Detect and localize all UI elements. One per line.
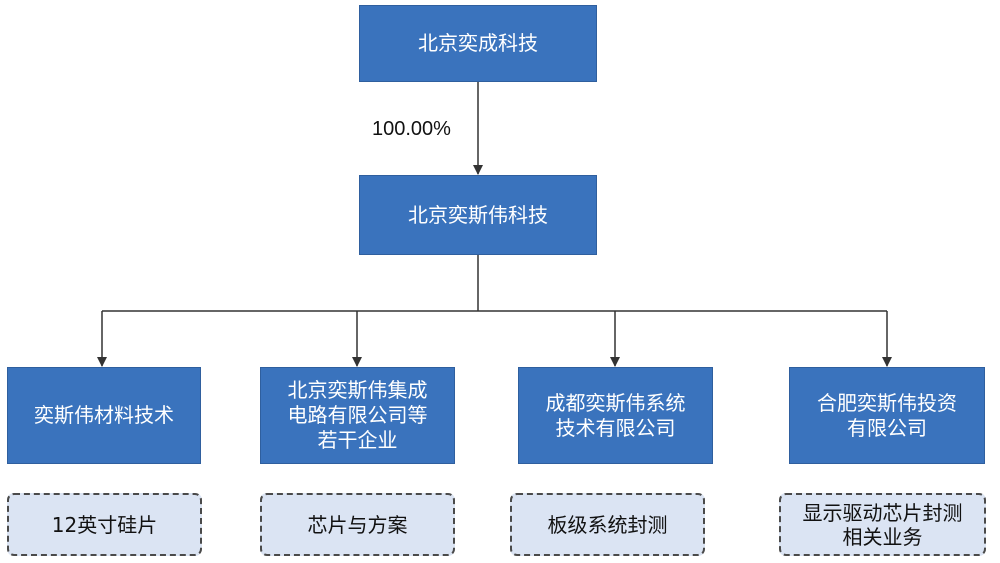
business-box-1: 12英寸硅片	[7, 493, 202, 556]
node-subsidiary-1-line: 奕斯伟材料技术	[34, 403, 174, 427]
business-box-4: 显示驱动芯片封测 相关业务	[779, 493, 986, 556]
business-box-3-label: 板级系统封测	[547, 512, 668, 537]
node-parent-label: 北京奕成科技	[418, 31, 538, 55]
node-subsidiary-4-line: 有限公司	[847, 415, 927, 440]
business-box-2: 芯片与方案	[260, 493, 455, 556]
business-box-1-label: 12英寸硅片	[51, 512, 158, 537]
node-subsidiary-2-line: 北京奕斯伟集成	[287, 378, 428, 402]
business-box-4-line: 相关业务	[842, 524, 923, 549]
node-subsidiary-2-line: 若干企业	[317, 428, 398, 452]
node-parent: 北京奕成科技	[359, 5, 597, 82]
node-subsidiary-3-line: 成都奕斯伟系统	[545, 390, 686, 415]
business-box-3: 板级系统封测	[510, 493, 705, 556]
node-holding-label: 北京奕斯伟科技	[408, 202, 548, 227]
node-holding: 北京奕斯伟科技	[359, 175, 597, 255]
node-subsidiary-3-line: 技术有限公司	[555, 415, 676, 440]
business-box-2-label: 芯片与方案	[307, 512, 408, 537]
edge-label-ownership: 100.00%	[372, 118, 451, 140]
node-subsidiary-2-line: 电路有限公司等	[287, 403, 428, 427]
node-subsidiary-1: 奕斯伟材料技术	[7, 367, 201, 464]
node-subsidiary-3: 成都奕斯伟系统 技术有限公司	[518, 367, 713, 464]
node-subsidiary-2: 北京奕斯伟集成 电路有限公司等 若干企业	[260, 367, 455, 464]
node-subsidiary-4-line: 合肥奕斯伟投资	[817, 390, 957, 415]
node-subsidiary-4: 合肥奕斯伟投资 有限公司	[789, 367, 985, 464]
business-box-4-line: 显示驱动芯片封测	[802, 500, 963, 525]
